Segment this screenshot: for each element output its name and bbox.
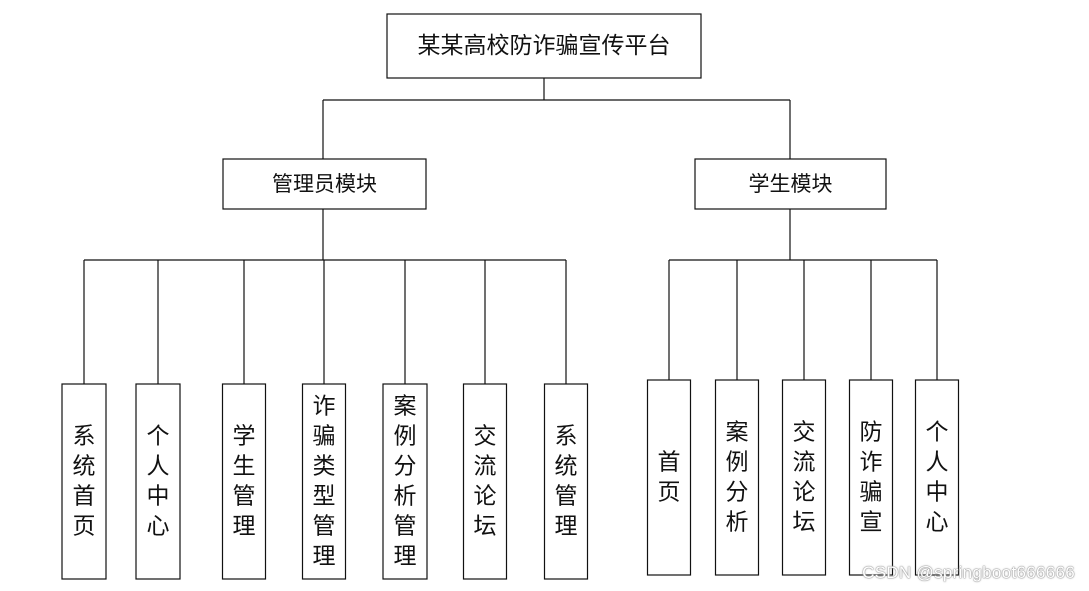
child-box-1-7 [543,383,589,580]
child-label-1-4: 诈骗类型管理 [313,394,336,570]
child-label-2-5: 个人中心 [926,420,949,536]
watermark: CSDN @springboot666666 [862,563,1075,582]
root-label: 某某高校防诈骗宣传平台 [418,33,671,59]
module-box-2 [694,158,887,210]
child-label-2-2: 案例分析 [726,420,749,536]
child-box-1-2 [135,383,181,580]
child-label-1-1: 系统首页 [73,424,96,540]
child-box-1-4 [301,383,347,580]
child-box-1-1 [61,383,107,580]
child-box-2-1 [646,379,692,576]
root-box [386,13,702,79]
child-box-1-3 [221,383,267,580]
child-box-2-4 [848,379,894,576]
child-box-2-3 [781,379,827,576]
module-box-1 [222,158,427,210]
child-label-1-7: 系统管理 [555,424,578,540]
child-label-1-5: 案例分析管理 [394,394,417,570]
child-box-1-6 [462,383,508,580]
child-label-1-3: 学生管理 [233,424,256,540]
child-label-1-6: 交流论坛 [474,424,497,540]
child-label-2-3: 交流论坛 [793,420,816,536]
child-label-1-2: 个人中心 [147,424,170,540]
module-label-2: 学生模块 [749,172,833,196]
child-label-2-1: 首页 [658,450,681,506]
child-box-2-2 [714,379,760,576]
child-box-2-5 [914,379,960,576]
child-box-1-5 [382,383,428,580]
child-label-2-4: 防诈骗宣 [860,420,883,536]
module-label-1: 管理员模块 [272,172,377,196]
connector-lines [83,78,938,384]
